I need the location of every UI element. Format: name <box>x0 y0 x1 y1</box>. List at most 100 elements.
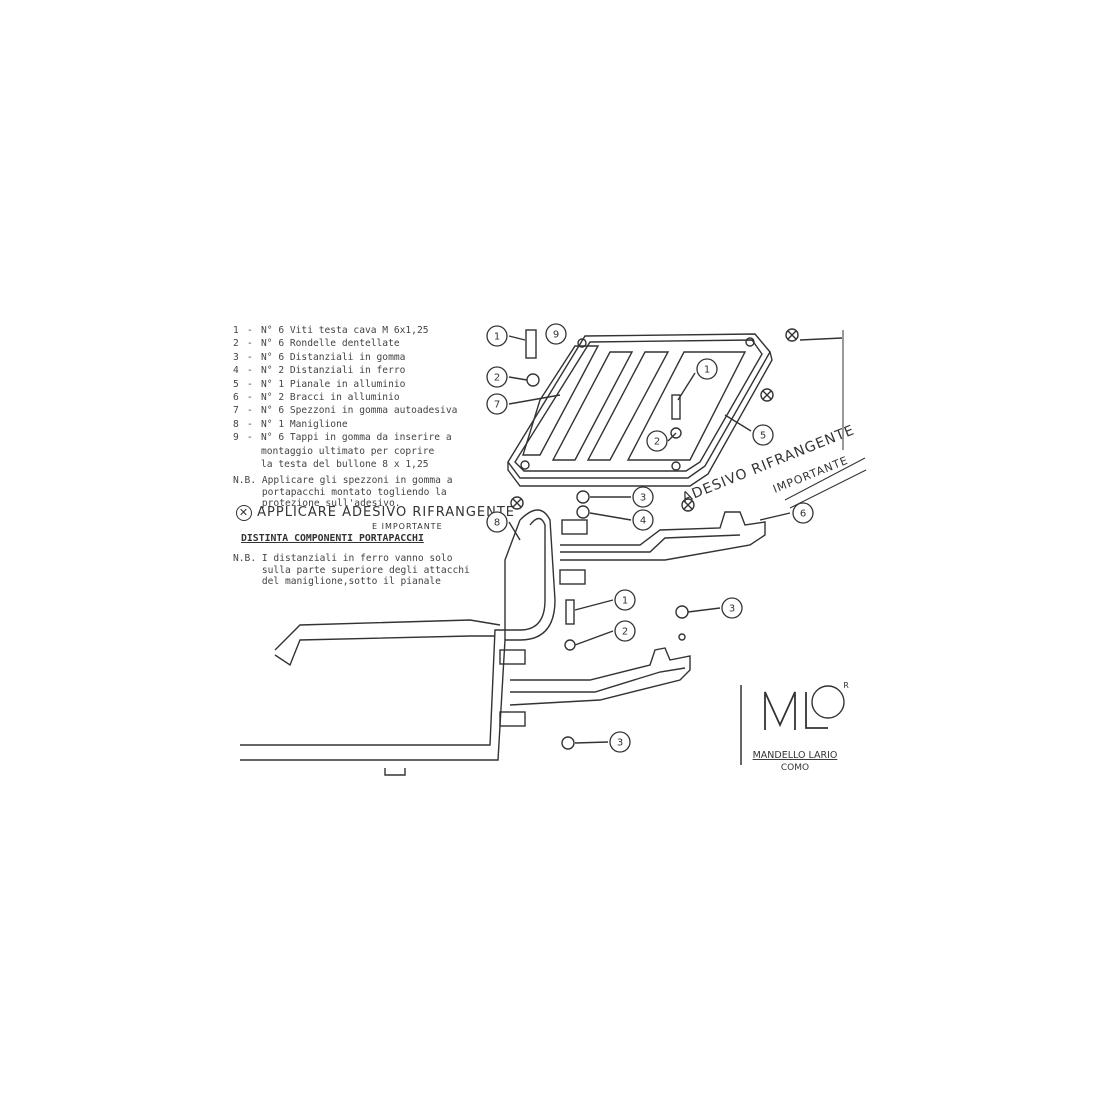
dash: - <box>247 418 253 430</box>
callout-bubble: 1 <box>486 325 508 347</box>
luggage-rack-platform <box>507 333 773 487</box>
callout-bubble: 2 <box>614 620 636 642</box>
component-row: 3-N° 6 Distanziali in gomma <box>233 351 457 364</box>
callout-bubble: 1 <box>696 358 718 380</box>
component-text: N° 6 Tappi in gomma da inserire a montag… <box>261 432 452 471</box>
component-text: N° 6 Spezzoni in gomma autoadesiva <box>261 405 458 417</box>
callout-circle <box>486 325 508 347</box>
component-text: N° 2 Distanziali in ferro <box>261 365 406 377</box>
component-number: 2 <box>233 338 239 350</box>
component-number: 1 <box>233 325 239 336</box>
callout-bubble: 2 <box>486 366 508 388</box>
handle-bar <box>240 509 556 776</box>
callout-number: 7 <box>494 400 500 411</box>
dash: - <box>247 351 253 363</box>
callout-bubble: 5 <box>752 424 774 446</box>
dash: - <box>247 365 253 377</box>
company-city: COMO <box>781 763 809 773</box>
callout-bubble: 3 <box>721 597 743 619</box>
callout-circle <box>632 486 654 508</box>
washer-icon <box>564 639 576 651</box>
callout-number: 1 <box>622 596 628 607</box>
component-row: 4-N° 2 Distanziali in ferro <box>233 364 457 377</box>
reflective-sticker-marks <box>510 328 799 512</box>
component-number: 7 <box>233 405 239 417</box>
handwritten-subnote: E IMPORTANTE <box>372 522 443 531</box>
callout-circle <box>486 393 508 415</box>
callout-circle <box>721 597 743 619</box>
note-iron-spacers: N.B. I distanziali in ferro vanno solo s… <box>233 553 470 587</box>
callout-circle <box>752 424 774 446</box>
callout-number: 2 <box>622 627 628 638</box>
callout-number: 9 <box>553 330 559 341</box>
callout-circle <box>792 502 814 524</box>
callout-bubble: 3 <box>609 731 631 753</box>
registered-mark: R <box>843 681 849 690</box>
callout-circle <box>545 323 567 345</box>
callout-circle <box>486 511 508 533</box>
spacer-icon <box>561 736 575 750</box>
component-row: 2-N° 6 Rondelle dentellate <box>233 337 457 350</box>
callout-bubble: 1 <box>614 589 636 611</box>
bolt-icon <box>565 599 575 625</box>
component-text: N° 6 Viti testa cava M 6x1,25 <box>261 325 429 336</box>
callout-circle <box>696 358 718 380</box>
section-title: DISTINTA COMPONENTI PORTAPACCHI <box>241 533 424 544</box>
callout-circle <box>614 620 636 642</box>
dash: - <box>247 405 253 417</box>
component-number: 4 <box>233 365 239 377</box>
spacer-icon <box>576 490 590 504</box>
callout-number: 5 <box>760 431 766 442</box>
callout-circle <box>632 509 654 531</box>
callout-bubble: 4 <box>632 509 654 531</box>
dash: - <box>247 392 253 404</box>
callout-number: 3 <box>617 738 623 749</box>
callout-number: 1 <box>704 365 710 376</box>
component-text: N° 2 Bracci in alluminio <box>261 392 400 404</box>
handwritten-reflective-note: ✕ APPLICARE ADESIVO RIFRANGENTE <box>236 505 515 521</box>
bolt-icon <box>671 394 681 420</box>
component-row: 5-N° 1 Pianale in alluminio <box>233 378 457 391</box>
callout-number: 8 <box>494 518 500 529</box>
component-row: 6-N° 2 Bracci in alluminio <box>233 391 457 404</box>
dash: - <box>247 378 253 390</box>
callout-circle <box>646 430 668 452</box>
company-logo <box>740 685 845 765</box>
callout-bubble: 3 <box>632 486 654 508</box>
component-text: N° 1 Maniglione <box>261 418 348 430</box>
component-number: 9 <box>233 432 239 444</box>
component-text: N° 6 Distanziali in gomma <box>261 351 406 363</box>
x-mark-icon: ✕ <box>236 505 252 521</box>
component-number: 3 <box>233 351 239 363</box>
callout-circle <box>609 731 631 753</box>
note-rubber-strips: N.B. Applicare gli spezzoni in gomma a p… <box>233 475 453 509</box>
callout-circle <box>486 366 508 388</box>
dash: - <box>247 338 253 350</box>
callout-bubble: 2 <box>646 430 668 452</box>
callout-circle <box>614 589 636 611</box>
callout-bubble: 7 <box>486 393 508 415</box>
callout-number: 6 <box>800 509 806 520</box>
company-name: MANDELLO LARIO <box>753 750 838 761</box>
callout-number: 3 <box>640 493 646 504</box>
spacer-icon <box>576 505 590 519</box>
callout-number: 1 <box>494 332 500 343</box>
component-number: 5 <box>233 378 239 390</box>
dash: - <box>247 432 253 444</box>
washer-icon <box>526 373 540 387</box>
lower-arm <box>499 647 691 727</box>
callout-number: 2 <box>654 437 660 448</box>
upper-arm <box>559 511 766 585</box>
callout-bubble: 6 <box>792 502 814 524</box>
component-row: 8-N° 1 Maniglione <box>233 418 457 431</box>
component-row: 9-N° 6 Tappi in gomma da inserire a mont… <box>233 431 457 471</box>
component-number: 6 <box>233 392 239 404</box>
callout-bubble: 8 <box>486 511 508 533</box>
spacer-icon <box>675 605 689 619</box>
component-row: 7-N° 6 Spezzoni in gomma autoadesiva <box>233 404 457 417</box>
callout-bubble: 9 <box>545 323 567 345</box>
component-number: 8 <box>233 418 239 430</box>
